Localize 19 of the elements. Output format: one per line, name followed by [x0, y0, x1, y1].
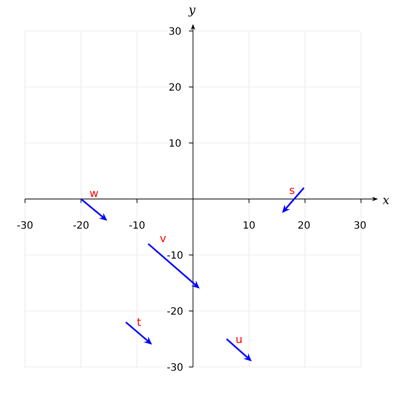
vector-label: v: [160, 236, 166, 242]
tick-label: 30: [169, 27, 181, 35]
tick-label: -20: [167, 307, 182, 315]
axis-label: y: [188, 8, 196, 16]
tick-label: 20: [298, 221, 310, 229]
tick-label: 10: [170, 139, 181, 147]
tick-label: -30: [17, 221, 32, 229]
vector-label: t: [137, 318, 141, 326]
vector-label: w: [90, 191, 98, 197]
tick-label: 10: [244, 221, 255, 229]
tick-label: -10: [129, 221, 145, 229]
tick-label: -30: [167, 363, 182, 371]
tick-label: 20: [169, 83, 181, 91]
tick-label: 30: [354, 221, 366, 229]
tick-label: -20: [73, 221, 88, 229]
vector-label: s: [290, 188, 294, 194]
vector-label: u: [236, 336, 242, 344]
axis-label: x: [382, 198, 390, 204]
tick-label: -10: [167, 251, 182, 259]
